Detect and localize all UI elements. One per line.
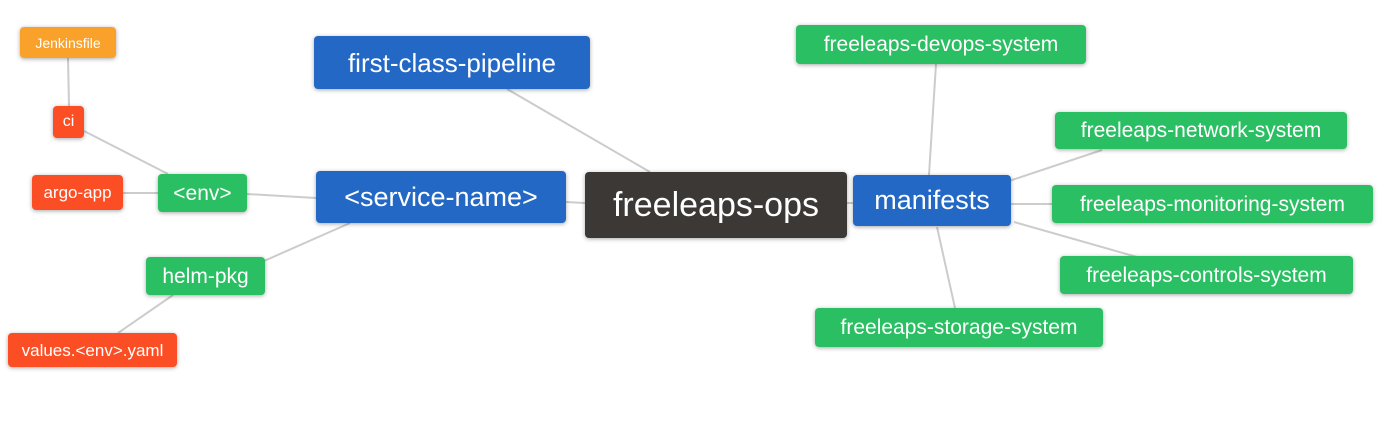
edge-env-to-service-name [246, 193, 317, 199]
node-label: freeleaps-controls-system [1086, 263, 1327, 287]
node-freeleaps-devops-system[interactable]: freeleaps-devops-system [796, 25, 1086, 64]
node-service-name[interactable]: <service-name> [316, 171, 566, 223]
edge-first-class-pipeline-to-freeleaps-ops [506, 88, 651, 173]
node-freeleaps-controls-system[interactable]: freeleaps-controls-system [1060, 256, 1353, 294]
node-manifests[interactable]: manifests [853, 175, 1011, 226]
edge-manifests-to-freeleaps-network-system [1008, 149, 1103, 182]
node-values-env-yaml[interactable]: values.<env>.yaml [8, 333, 177, 367]
node-freeleaps-monitoring-system[interactable]: freeleaps-monitoring-system [1052, 185, 1373, 223]
node-label: ci [62, 113, 75, 130]
node-jenkinsfile[interactable]: Jenkinsfile [20, 27, 116, 58]
node-label: freeleaps-ops [612, 186, 819, 224]
edge-manifests-to-freeleaps-storage-system [936, 226, 956, 309]
edge-jenkinsfile-to-ci [67, 57, 70, 107]
node-freeleaps-network-system[interactable]: freeleaps-network-system [1055, 112, 1347, 149]
node-label: Jenkinsfile [35, 34, 101, 51]
edge-helm-pkg-to-service-name [263, 222, 351, 262]
edge-service-name-to-freeleaps-ops [565, 201, 586, 204]
edge-ci-to-env [83, 130, 169, 175]
node-env[interactable]: <env> [158, 174, 247, 212]
node-label: freeleaps-monitoring-system [1080, 192, 1345, 216]
node-label: first-class-pipeline [347, 47, 557, 78]
node-first-class-pipeline[interactable]: first-class-pipeline [314, 36, 590, 89]
node-freeleaps-ops[interactable]: freeleaps-ops [585, 172, 847, 238]
node-label: <service-name> [344, 181, 538, 212]
node-label: manifests [874, 185, 990, 215]
edge-manifests-to-freeleaps-controls-system [1013, 221, 1138, 258]
node-label: helm-pkg [162, 264, 249, 288]
edge-values-env-yaml-to-helm-pkg [117, 294, 174, 334]
node-label: values.<env>.yaml [21, 340, 164, 360]
node-label: freeleaps-network-system [1080, 119, 1322, 142]
node-helm-pkg[interactable]: helm-pkg [146, 257, 265, 295]
node-label: freeleaps-devops-system [823, 33, 1059, 56]
edge-freeleaps-devops-system-to-manifests [928, 63, 937, 176]
node-label: argo-app [43, 183, 112, 202]
node-ci[interactable]: ci [53, 106, 84, 138]
node-argo-app[interactable]: argo-app [32, 175, 123, 210]
node-freeleaps-storage-system[interactable]: freeleaps-storage-system [815, 308, 1103, 347]
node-label: freeleaps-storage-system [840, 316, 1078, 339]
node-label: <env> [173, 181, 232, 205]
